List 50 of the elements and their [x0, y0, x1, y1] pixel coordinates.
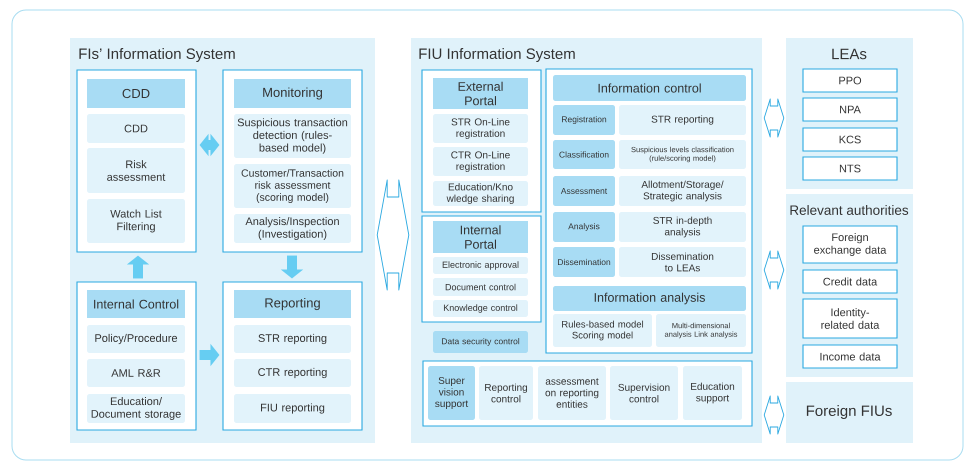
- function-box: Analysis/Inspection (Investigation): [234, 214, 351, 243]
- function-box: Analysis: [553, 212, 615, 242]
- agency-box: Foreign exchange data: [802, 225, 898, 264]
- double-arrow: [764, 396, 784, 434]
- function-box: Data security control: [433, 331, 528, 353]
- function-box: Assessment: [553, 176, 615, 206]
- agency-box: KCS: [802, 127, 898, 152]
- function-box: STR in-depth analysis: [619, 212, 746, 242]
- agency-box: PPO: [802, 68, 898, 93]
- agency-box: Income data: [802, 344, 898, 369]
- agency-box: NPA: [802, 97, 898, 122]
- function-box: Document control: [433, 278, 528, 296]
- function-box: CDD: [87, 114, 185, 143]
- function-box: STR reporting: [619, 105, 746, 135]
- function-box: Education/ Document storage: [87, 394, 185, 423]
- function-box: Allotment/Storage/ Strategic analysis: [619, 176, 746, 206]
- agency-box: Identity-related data: [802, 298, 898, 339]
- function-box: Suspicious transaction detection (rules-based model): [234, 114, 351, 158]
- function-box: CTR On-Line registration: [433, 147, 528, 176]
- function-box: STR On-Line registration: [433, 114, 528, 143]
- agency-box: NTS: [802, 156, 898, 181]
- function-box: AML R&R: [87, 359, 185, 387]
- function-box: Super vision support: [428, 366, 475, 420]
- function-box: Education support: [683, 366, 742, 420]
- function-box: Supervision control: [610, 366, 678, 420]
- function-box: Knowledge control: [433, 300, 528, 317]
- function-box: Education/Kno wledge sharing: [433, 181, 528, 206]
- block-arrow: [200, 134, 220, 156]
- double-arrow: [764, 98, 784, 138]
- function-box: CTR reporting: [234, 359, 351, 387]
- function-box: Information control: [553, 75, 746, 101]
- function-box: Dissemination: [553, 247, 615, 277]
- double-arrow: [376, 180, 410, 290]
- function-box: STR reporting: [234, 325, 351, 353]
- function-box: Registration: [553, 105, 615, 135]
- function-box: assessment on reporting entities: [538, 366, 606, 420]
- function-box: Information analysis: [553, 286, 746, 311]
- function-box: Customer/Transaction risk assessment (scoring model): [234, 164, 351, 208]
- function-box: Electronic approval: [433, 257, 528, 274]
- function-box: Risk assessment: [87, 148, 185, 193]
- function-box: Dissemination to LEAs: [619, 247, 746, 277]
- double-arrow: [764, 250, 784, 290]
- function-box: Policy/Procedure: [87, 325, 185, 353]
- function-box: Classification: [553, 140, 615, 169]
- function-box: FIU reporting: [234, 394, 351, 423]
- function-box: Rules-based model Scoring model: [553, 314, 652, 347]
- system-panel: Foreign FIUs: [786, 382, 913, 443]
- function-box: Watch List Filtering: [87, 199, 185, 243]
- agency-box: Credit data: [802, 269, 898, 294]
- function-box: Reporting control: [479, 366, 533, 420]
